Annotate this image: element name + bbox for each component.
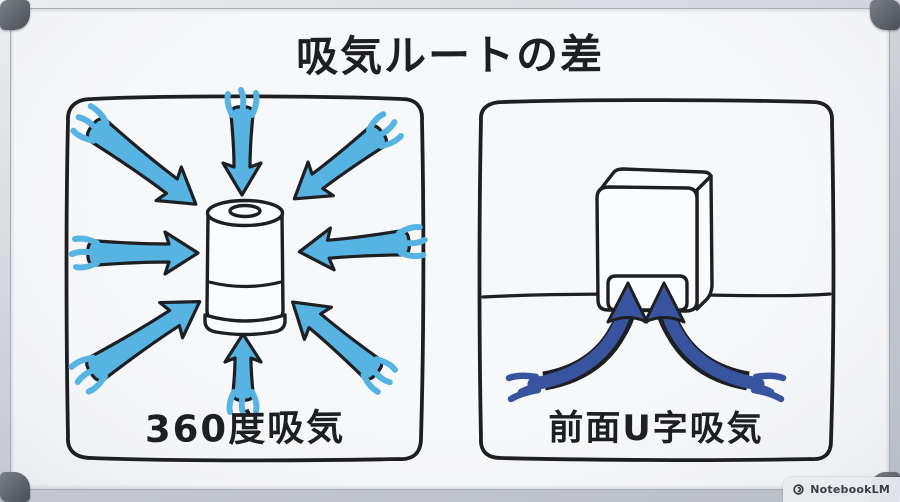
notebooklm-logo-icon [792,483,805,496]
notebooklm-watermark: NotebookLM [783,477,900,502]
intake-arrow-bottom-left [68,300,202,395]
intake-arrow-bottom-right [291,300,399,395]
u-intake-arrow-left [505,281,649,403]
frame-corner-cap-top-right [870,0,900,30]
intake-arrow-top [221,87,263,197]
right-panel-border [477,98,836,462]
left-panel-label: 360度吸気 [144,405,346,452]
cylinder-device [203,198,287,337]
diagram-title: 吸気ルートの差 [295,29,605,82]
cylinder-body [205,212,285,329]
left-panel-border [64,94,426,463]
box-device [595,167,714,313]
intake-arrow-top-left [70,103,198,206]
right-panel-label: 前面U字吸気 [548,408,764,450]
cylinder-base [203,313,287,337]
cylinder-outlet-hole [228,203,262,219]
watermark-label: NotebookLM [810,483,890,496]
intake-arrow-bottom [223,332,263,418]
u-intake-arrow-right [643,281,787,403]
frame-corner-cap-top-left [0,0,30,30]
box-side-face [695,174,714,311]
frame-corner-cap-bottom-left [0,472,30,502]
intake-arrow-left [69,230,200,276]
intake-arrow-top-right [292,111,404,201]
cylinder-seam-line [207,280,283,289]
intake-arrow-right [297,224,428,272]
